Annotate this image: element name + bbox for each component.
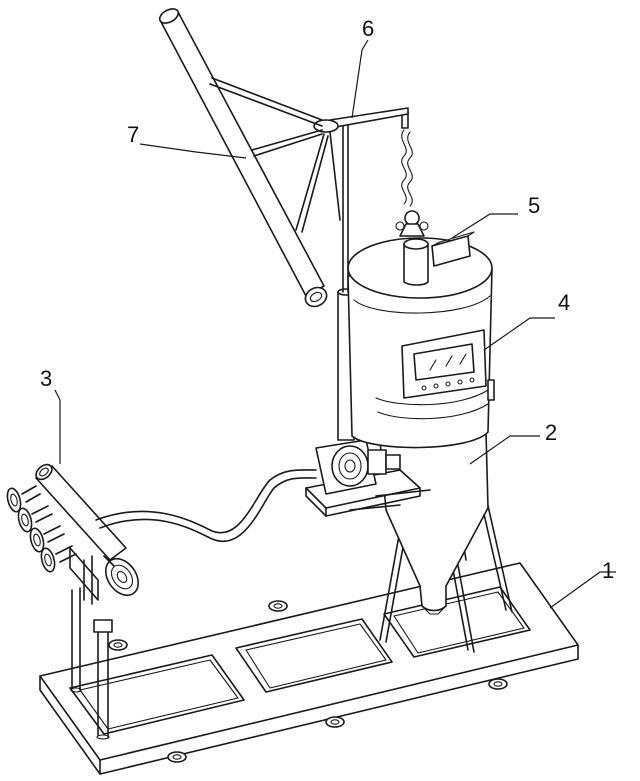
callout-2: 2 <box>469 420 557 465</box>
callout-7: 7 <box>127 122 247 159</box>
manifold-pipe <box>6 463 140 601</box>
hook-spring <box>395 111 429 237</box>
crane-arm <box>158 8 409 308</box>
outlet-3 <box>29 525 65 553</box>
label-2: 2 <box>545 420 557 445</box>
callout-5: 5 <box>451 193 540 239</box>
motor-platform <box>305 439 431 517</box>
control-screen <box>401 329 487 399</box>
callout-6: 6 <box>351 16 374 119</box>
label-7: 7 <box>127 122 139 147</box>
label-5: 5 <box>528 193 540 218</box>
callout-3: 3 <box>40 366 61 464</box>
left-support-posts <box>70 555 113 740</box>
label-6: 6 <box>362 16 374 41</box>
main-tank <box>347 231 495 449</box>
outlet-4 <box>40 545 77 573</box>
callout-4: 4 <box>483 290 570 351</box>
label-3: 3 <box>40 366 52 391</box>
outlet-1 <box>6 485 41 513</box>
outlet-2 <box>17 505 53 533</box>
base-frame <box>39 562 579 775</box>
hose <box>95 469 317 542</box>
callout-1: 1 <box>549 558 616 609</box>
lower-cone <box>379 431 489 615</box>
label-1: 1 <box>602 558 614 583</box>
label-4: 4 <box>558 290 570 315</box>
